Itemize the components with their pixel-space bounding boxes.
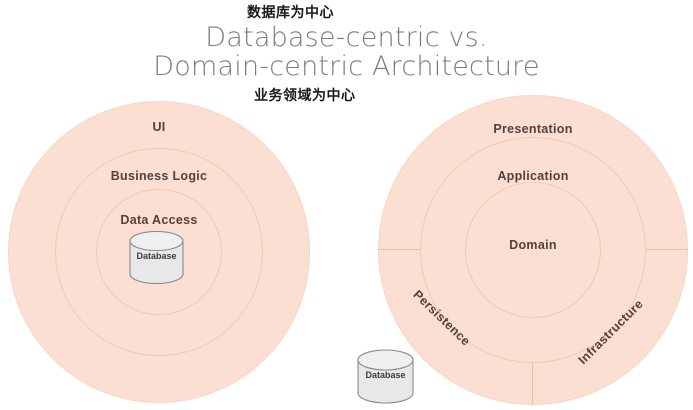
- database-cylinder-external-label: Database: [365, 370, 406, 380]
- cylinder-shape-icon: [129, 231, 184, 284]
- ring-label-application: Application: [497, 169, 569, 183]
- ring-label-domain: Domain: [509, 238, 557, 252]
- cylinder-shape-icon: [357, 349, 414, 404]
- divider-right: [646, 249, 688, 250]
- ring-label-business-logic: Business Logic: [110, 169, 208, 183]
- database-cylinder-left-label: Database: [136, 251, 177, 261]
- database-cylinder-external: Database: [356, 349, 415, 404]
- page-title-line-2: Domain-centric Architecture: [153, 51, 540, 82]
- ring-label-ui: UI: [152, 120, 166, 134]
- divider-bottom: [532, 363, 533, 405]
- page-title-line-1: Database-centric vs.: [205, 22, 488, 53]
- divider-left: [378, 249, 420, 250]
- annotation-database-centric: 数据库为中心: [247, 5, 334, 21]
- ring-label-data-access: Data Access: [120, 213, 198, 227]
- ring-domain: [465, 182, 601, 318]
- database-cylinder-left: Database: [128, 231, 185, 284]
- ring-label-presentation: Presentation: [493, 122, 573, 136]
- annotation-domain-centric: 业务领域为中心: [254, 88, 356, 104]
